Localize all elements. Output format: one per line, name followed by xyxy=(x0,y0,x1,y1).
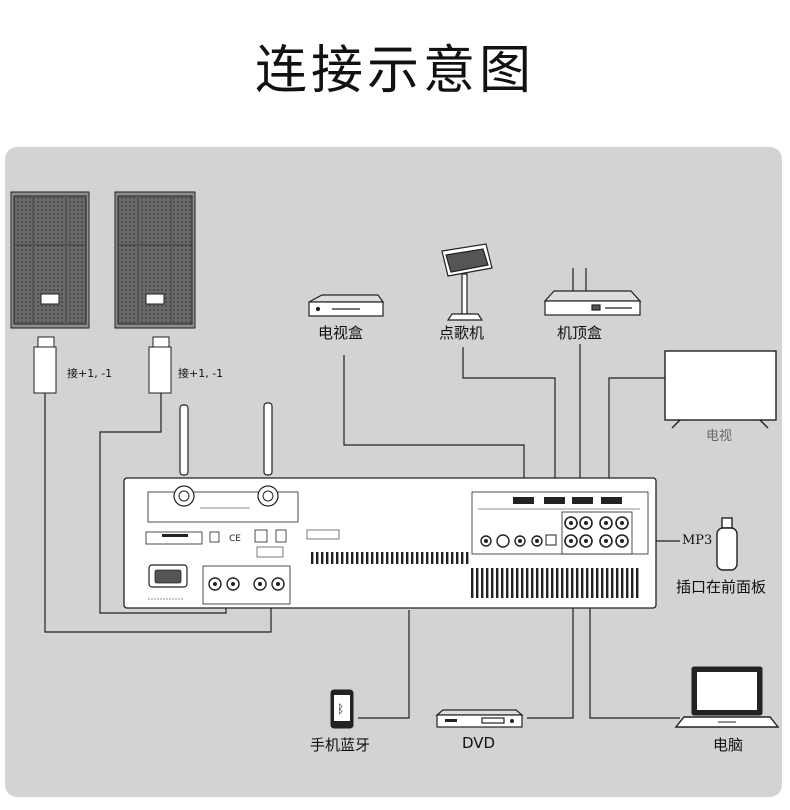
front-panel-label: 插口在前面板 xyxy=(676,578,767,596)
speaker-right xyxy=(114,191,196,394)
amplifier-rear-panel: CE xyxy=(123,402,657,609)
dvd-label: DVD xyxy=(462,734,496,752)
laptop-icon xyxy=(674,666,780,728)
set-top-box-icon xyxy=(543,268,642,316)
connection-wires xyxy=(44,344,680,719)
speaker-left xyxy=(10,191,90,394)
tv-label: 电视 xyxy=(706,429,733,444)
tv-box-icon xyxy=(308,294,385,317)
speaker-left-label: 接+1, -1 xyxy=(67,367,113,380)
karaoke-machine-icon xyxy=(441,243,493,321)
svg-text:CE: CE xyxy=(229,534,241,544)
page-title: 连接示意图 xyxy=(254,41,535,101)
set-top-box-label: 机顶盒 xyxy=(557,324,603,342)
svg-text:ᛒ: ᛒ xyxy=(337,702,344,716)
karaoke-label: 点歌机 xyxy=(439,324,485,342)
phone-bluetooth-label: 手机蓝牙 xyxy=(310,736,371,754)
phone-icon: ᛒ xyxy=(330,689,354,729)
tv-box-label: 电视盒 xyxy=(318,324,364,342)
mp3-label: MP3 xyxy=(682,533,713,548)
tv-icon xyxy=(664,350,777,429)
usb-stick-icon xyxy=(716,517,738,571)
dvd-player-icon xyxy=(435,709,524,728)
speaker-right-label: 接+1, -1 xyxy=(178,367,224,380)
computer-label: 电脑 xyxy=(713,736,744,754)
